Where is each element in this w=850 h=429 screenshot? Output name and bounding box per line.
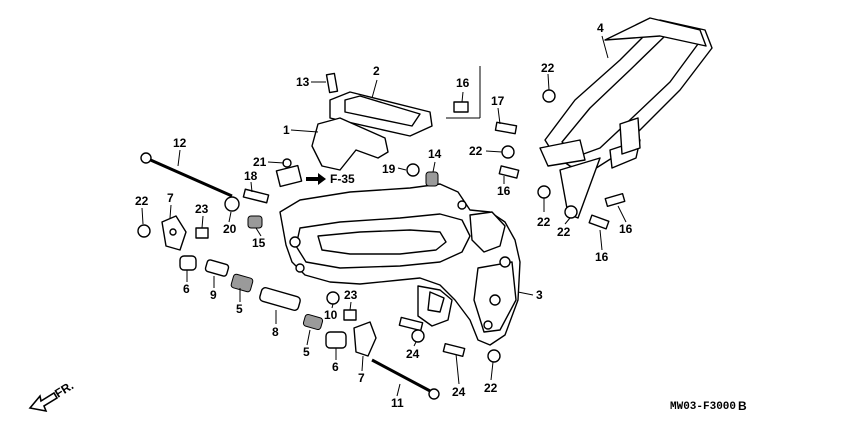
long-bolts xyxy=(140,152,440,400)
callout-21: 21 xyxy=(253,155,267,169)
callout-13: 13 xyxy=(296,75,310,89)
callout-22d: 22 xyxy=(537,215,551,229)
callout-18: 18 xyxy=(244,169,258,183)
callout-23a: 23 xyxy=(195,202,209,216)
callout-24b: 24 xyxy=(452,385,466,399)
callout-16b: 16 xyxy=(497,184,511,198)
callout-10: 10 xyxy=(324,308,338,322)
part-code: MW03-F3000 B xyxy=(670,399,747,413)
reference-label: F-35 xyxy=(330,172,355,186)
direction-arrow-icon xyxy=(28,391,59,413)
callout-labels: 1 2 3 4 5 5 6 6 7 7 8 9 10 11 12 13 14 1… xyxy=(135,21,633,410)
leader-lines xyxy=(141,35,627,397)
callout-16c: 16 xyxy=(595,250,609,264)
callout-9: 9 xyxy=(210,288,217,302)
callout-22a: 22 xyxy=(135,194,149,208)
callout-5b: 5 xyxy=(303,345,310,359)
callout-11: 11 xyxy=(391,396,404,410)
callout-6a: 6 xyxy=(183,282,190,296)
callout-24a: 24 xyxy=(406,347,420,361)
callout-22c: 22 xyxy=(469,144,483,158)
callout-19: 19 xyxy=(382,162,396,176)
callout-5a: 5 xyxy=(236,302,243,316)
part-code-text: MW03-F3000 xyxy=(670,401,736,413)
part-code-suffix: B xyxy=(738,399,747,413)
main-frame xyxy=(279,183,521,346)
callout-14: 14 xyxy=(428,147,442,161)
callout-16a: 16 xyxy=(456,76,470,90)
rear-subframe xyxy=(539,17,713,219)
callout-22f: 22 xyxy=(484,381,498,395)
callout-4: 4 xyxy=(597,21,604,35)
callout-15: 15 xyxy=(252,236,266,250)
front-direction: FR. xyxy=(28,378,76,413)
callout-12: 12 xyxy=(173,136,187,150)
hardware-parts xyxy=(137,72,626,363)
callout-8: 8 xyxy=(272,325,279,339)
callout-17: 17 xyxy=(491,94,505,108)
callout-7a: 7 xyxy=(167,191,174,205)
callout-22b: 22 xyxy=(541,61,555,75)
callout-20: 20 xyxy=(223,222,237,236)
callout-23b: 23 xyxy=(344,288,358,302)
heat-guard-plates xyxy=(275,91,433,188)
callout-2: 2 xyxy=(373,64,380,78)
arrow-right-icon xyxy=(306,173,326,185)
reference-f35: F-35 xyxy=(306,172,355,186)
callout-3: 3 xyxy=(536,288,543,302)
callout-16d: 16 xyxy=(619,222,633,236)
callout-1: 1 xyxy=(283,123,290,137)
callout-6b: 6 xyxy=(332,360,339,374)
callout-7b: 7 xyxy=(358,371,365,385)
callout-22e: 22 xyxy=(557,225,571,239)
